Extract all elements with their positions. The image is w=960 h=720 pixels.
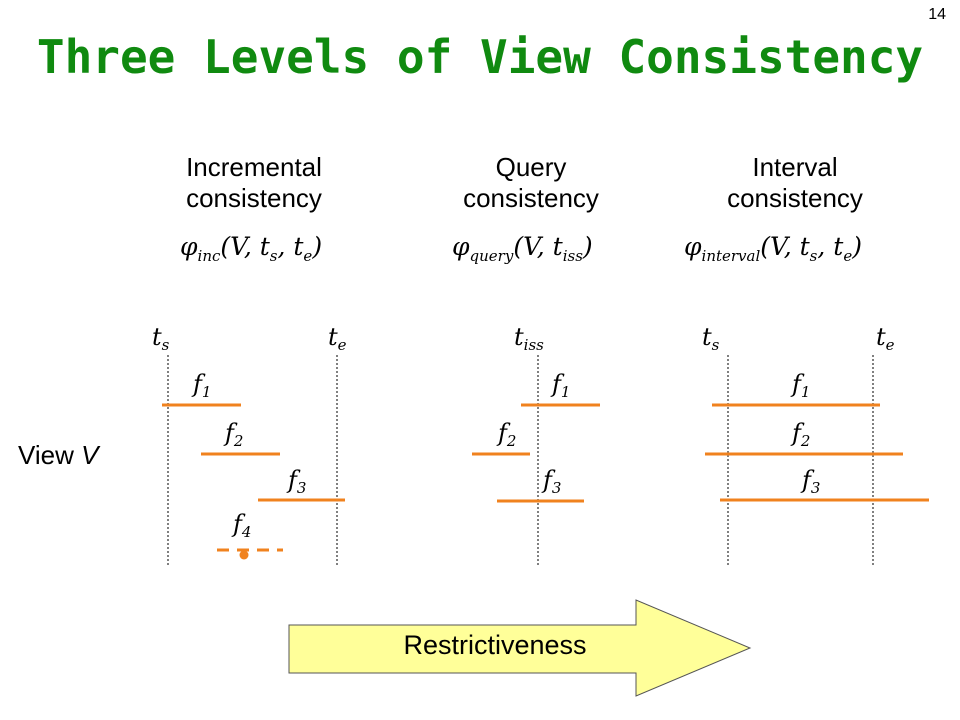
page-number: 14 [928,6,946,23]
heading-interval-line1: Interval [752,152,838,182]
heading-incremental-line2: consistency [186,183,322,213]
interval-te-label: te [876,323,895,354]
slide-title: Three Levels of View Consistency [36,30,924,84]
query-f2-label: f2 [496,419,516,450]
restrictiveness-arrow [288,599,752,697]
view-label: View V [18,440,99,470]
restrictiveness-label: Restrictiveness [403,630,587,660]
heading-interval-line2: consistency [727,183,863,213]
formula-interval: φinterval(V, ts, te) [684,232,862,265]
heading-query: Query consistency [421,152,641,214]
heading-incremental-line1: Incremental [186,152,322,182]
incremental-ts-label: ts [152,323,170,354]
query-f1-label: f1 [550,370,570,401]
incremental-f2-label: f2 [223,419,243,450]
interval-ts-label: ts [702,323,720,354]
incremental-f3-label: f3 [286,466,306,497]
incremental-f1-label: f1 [191,370,211,401]
interval-f3-label: f3 [800,466,820,497]
incremental-f4-label: f4 [231,510,251,541]
query-tiss-label: tiss [514,323,544,354]
heading-query-line2: consistency [463,183,599,213]
heading-interval: Interval consistency [685,152,905,214]
formula-query: φquery(V, tiss) [452,232,593,265]
heading-incremental: Incremental consistency [144,152,364,214]
query-f3-label: f3 [541,466,561,497]
heading-query-line1: Query [495,152,567,182]
incremental-te-label: te [328,323,347,354]
incremental-f4-point [239,550,249,560]
interval-f2-label: f2 [790,419,810,450]
interval-f1-label: f1 [790,370,810,401]
formula-incremental: φinc(V, ts, te) [180,232,323,265]
